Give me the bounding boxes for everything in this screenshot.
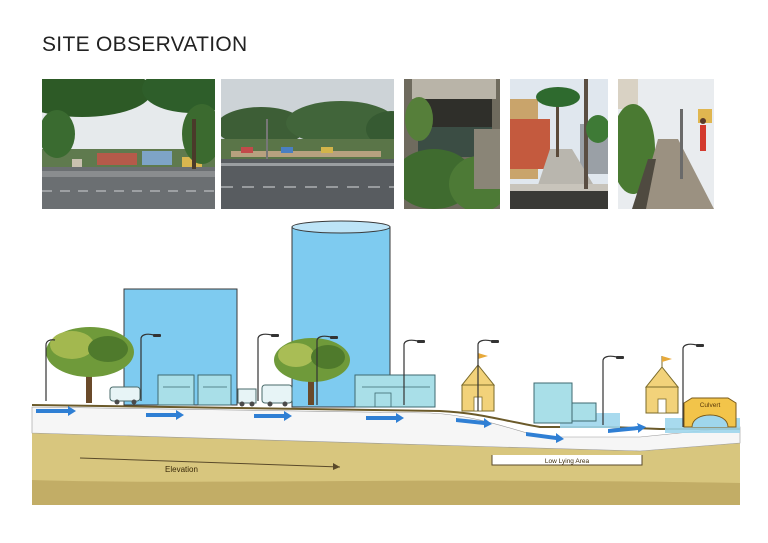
- street-section-diagram: Culvert Elevation Low Lying Area: [0, 215, 768, 515]
- site-photo-roadside-drain: [618, 79, 714, 209]
- site-photo-culvert-drain: [404, 79, 500, 209]
- site-photo-narrow-lane: [510, 79, 608, 209]
- low-lying-area-label: Low Lying Area: [545, 458, 590, 465]
- house-right: [646, 356, 678, 413]
- culvert-label: Culvert: [700, 402, 721, 409]
- site-photo-main-road-median: [221, 79, 394, 209]
- elevation-label: Elevation: [165, 465, 198, 474]
- culvert: Culvert: [684, 398, 736, 427]
- site-photo-main-road-trees: [42, 79, 215, 209]
- page-title: SITE OBSERVATION: [42, 33, 248, 57]
